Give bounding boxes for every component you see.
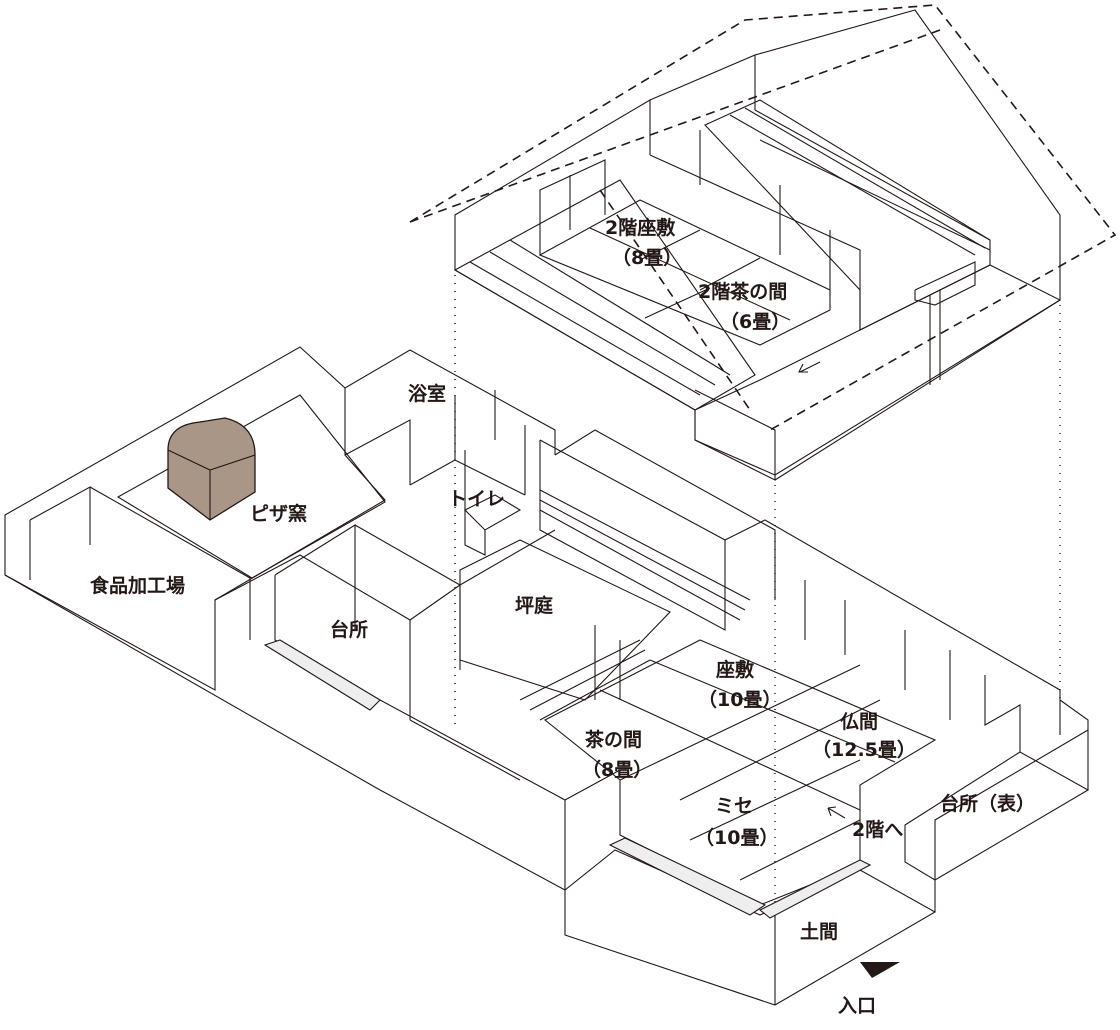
pizza-oven-icon (167, 417, 256, 521)
first-floor: 浴室 ピザ窯 トイレ 食品加工場 台所 坪庭 座敷 （10畳） 仏間 （12.5… (4, 346, 1090, 1017)
label-2f-zashiki: 2階座敷 (605, 216, 676, 239)
label-2f-chanoma: 2階茶の間 (698, 280, 787, 303)
label-doma: 土間 (800, 921, 838, 943)
label-stairs: 2階へ (852, 819, 903, 841)
upper-walls (454, 9, 1061, 481)
upper-landing-floor (694, 264, 1062, 476)
main-tatami-grid (599, 659, 896, 881)
kitchen-front-floor (904, 751, 1090, 881)
label-chanoma-size: （8畳） (582, 758, 652, 781)
upper-stairs-arrow-icon (798, 361, 821, 373)
sill-hatches (263, 639, 872, 919)
label-toilet: トイレ (448, 488, 505, 510)
label-pizza-oven: ピザ窯 (250, 502, 307, 525)
entrance-arrow-icon (860, 962, 900, 978)
label-courtyard: 坪庭 (515, 594, 553, 617)
label-butsuma: 仏間 (840, 711, 878, 733)
label-2f-zashiki-size: （8畳） (612, 246, 682, 269)
label-zashiki: 座敷 (716, 658, 755, 681)
label-kitchen-front: 台所（表） (940, 792, 1035, 815)
label-butsuma-size: （12.5畳） (812, 738, 916, 761)
upper-tatami-grid (589, 227, 791, 321)
left-walls (4, 349, 556, 791)
label-kitchen: 台所 (330, 618, 368, 641)
toilet-floor (464, 494, 522, 531)
upper-tatami (538, 199, 831, 346)
right-walls (379, 429, 1089, 1005)
label-mise-size: （10畳） (695, 826, 778, 849)
stairs-arrow-icon (827, 806, 846, 819)
roof-outline (409, 4, 1117, 431)
doma-floor (564, 849, 937, 1006)
label-food-processing: 食品加工場 (90, 574, 185, 597)
outer-walls-left (4, 346, 386, 691)
label-mise: ミセ (715, 795, 753, 817)
wood-floor-boards (469, 107, 991, 396)
label-2f-chanoma-size: （6畳） (720, 310, 790, 333)
label-entrance: 入口 (838, 995, 876, 1017)
label-zashiki-size: （10畳） (698, 688, 781, 711)
toilet-wall (464, 450, 486, 556)
courtyard (459, 539, 671, 701)
label-chanoma: 茶の間 (585, 728, 642, 751)
engawa-boards (519, 439, 751, 721)
second-floor: 2階座敷 （8畳） 2階茶の間 （6畳） (409, 4, 1117, 905)
label-bath: 浴室 (408, 382, 446, 405)
